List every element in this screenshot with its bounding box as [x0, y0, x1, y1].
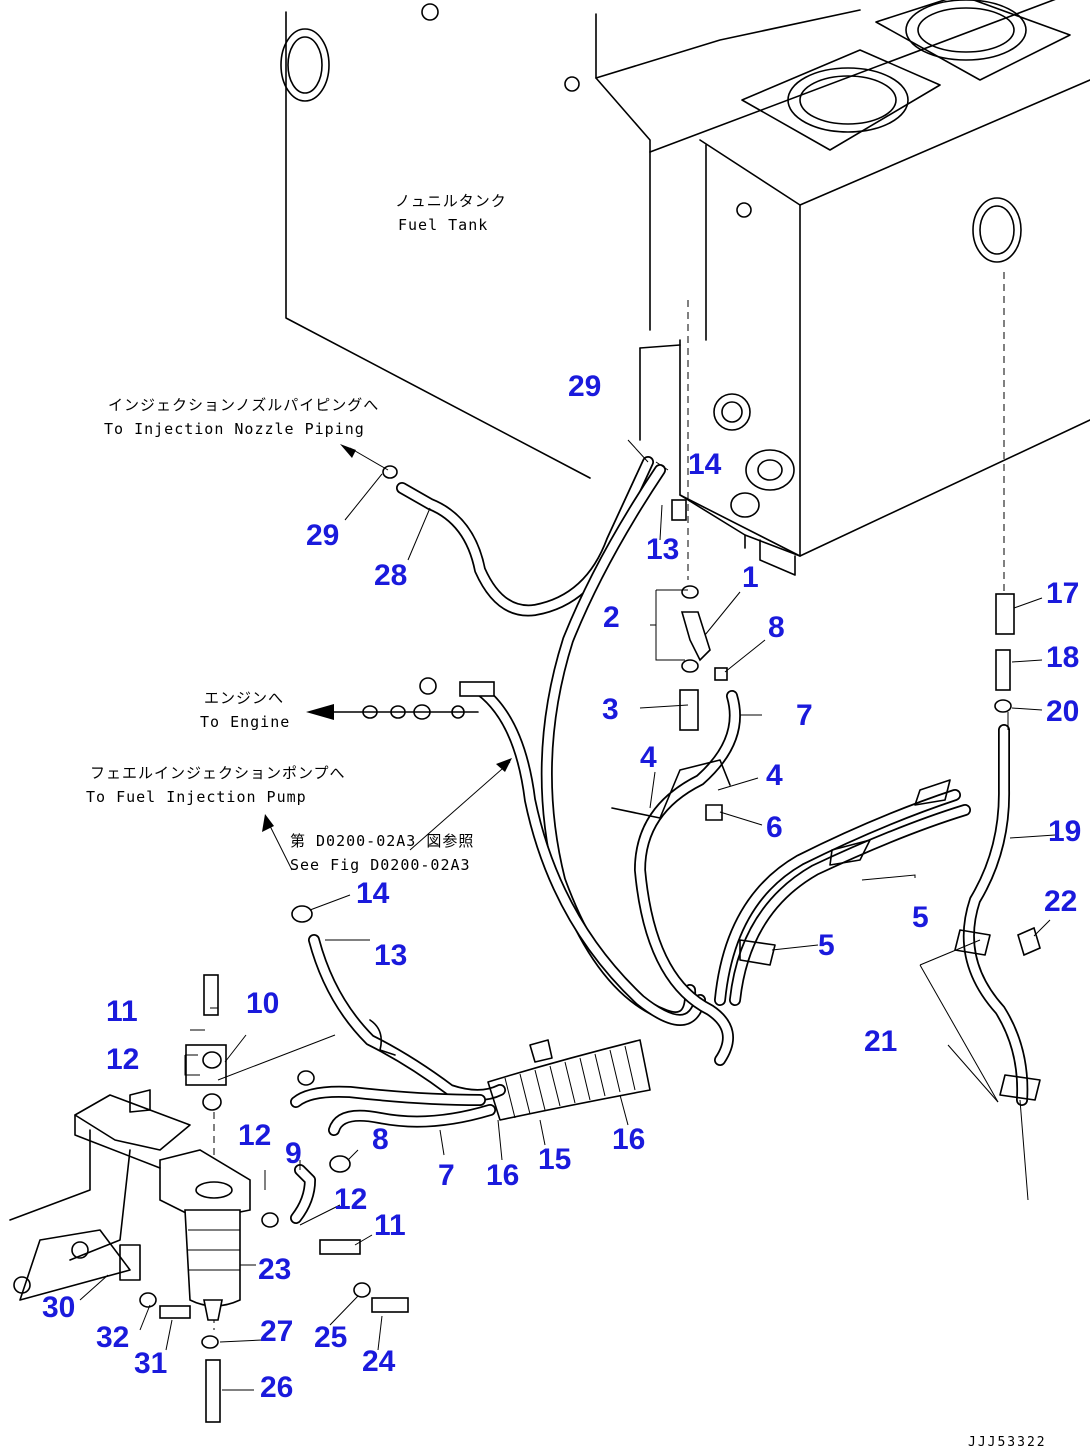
callout-12: 12	[238, 1119, 271, 1152]
fuel-filter	[159, 1149, 251, 1321]
callout-3: 3	[602, 693, 619, 726]
callout-22: 22	[1044, 885, 1077, 918]
note-injection-nozzle-en: To Injection Nozzle Piping	[104, 420, 365, 438]
callout-14: 14	[688, 448, 722, 481]
callout-10: 10	[246, 987, 279, 1020]
fuel-tank-label-jp: ノュニルタンク	[395, 192, 507, 210]
leader-lines	[79, 439, 1056, 1391]
callout-11: 11	[374, 1209, 406, 1242]
callout-13: 13	[374, 939, 407, 972]
callout-4: 4	[640, 741, 657, 774]
note-engine-en: To Engine	[200, 713, 290, 731]
note-injection-nozzle-jp: インジェクションノズルパイピングへ	[108, 396, 379, 414]
callout-11: 11	[106, 995, 138, 1028]
callout-18: 18	[1046, 641, 1079, 674]
fuel-tank-label-en: Fuel Tank	[398, 216, 488, 234]
callout-26: 26	[260, 1371, 293, 1404]
callout-numbers: 29 14 29 28 13 1 2 8 3 7 4 4 6 17 18 20 …	[42, 370, 1081, 1404]
callout-25: 25	[314, 1321, 347, 1354]
callout-2: 2	[603, 601, 620, 634]
callout-1: 1	[742, 561, 759, 594]
callout-31: 31	[134, 1347, 167, 1380]
callout-21: 21	[864, 1025, 897, 1058]
callout-29: 29	[306, 519, 339, 552]
callout-15: 15	[538, 1143, 571, 1176]
callout-23: 23	[258, 1253, 291, 1286]
callout-16: 16	[612, 1123, 645, 1156]
callout-12: 12	[106, 1043, 139, 1076]
arrow-icon	[340, 444, 356, 458]
callout-19: 19	[1048, 815, 1081, 848]
callout-27: 27	[260, 1315, 293, 1348]
callout-4: 4	[766, 759, 783, 792]
callout-17: 17	[1046, 577, 1079, 610]
drawing-reference: JJJ53322	[968, 1435, 1047, 1450]
callout-24: 24	[362, 1345, 396, 1378]
note-fuel-pump-en: To Fuel Injection Pump	[86, 788, 307, 806]
callout-7: 7	[796, 699, 813, 732]
callout-32: 32	[96, 1321, 129, 1354]
callout-20: 20	[1046, 695, 1079, 728]
callout-8: 8	[768, 611, 785, 644]
callout-28: 28	[374, 559, 407, 592]
callout-30: 30	[42, 1291, 75, 1324]
callout-6: 6	[766, 811, 783, 844]
note-engine-jp: エンジンへ	[204, 689, 284, 707]
callout-5: 5	[912, 901, 929, 934]
fuel-tank: ノュニルタンク Fuel Tank	[280, 0, 1090, 576]
callout-13: 13	[646, 533, 679, 566]
arrow-icon	[262, 814, 274, 832]
note-see-fig-jp: 第 D0200-02A3 図参照	[290, 832, 474, 850]
callout-8: 8	[372, 1123, 389, 1156]
callout-29: 29	[568, 370, 601, 403]
callout-14: 14	[356, 877, 390, 910]
arrow-icon	[306, 704, 334, 720]
spiral-protector	[487, 1039, 651, 1121]
fittings	[139, 465, 1041, 1423]
note-fuel-pump-jp: フェエルインジェクションポンプへ	[90, 764, 346, 782]
fuel-pipes	[290, 456, 1029, 1224]
callout-7: 7	[438, 1159, 455, 1192]
callout-9: 9	[285, 1137, 302, 1170]
notes: インジェクションノズルパイピングへ To Injection Nozzle Pi…	[86, 396, 1047, 1450]
note-see-fig-en: See Fig D0200-02A3	[290, 856, 471, 874]
clamps	[369, 759, 1041, 1101]
callout-16: 16	[486, 1159, 519, 1192]
callout-12: 12	[334, 1183, 367, 1216]
bracket	[9, 1089, 191, 1301]
callout-5: 5	[818, 929, 835, 962]
arrow-icon	[496, 758, 512, 772]
